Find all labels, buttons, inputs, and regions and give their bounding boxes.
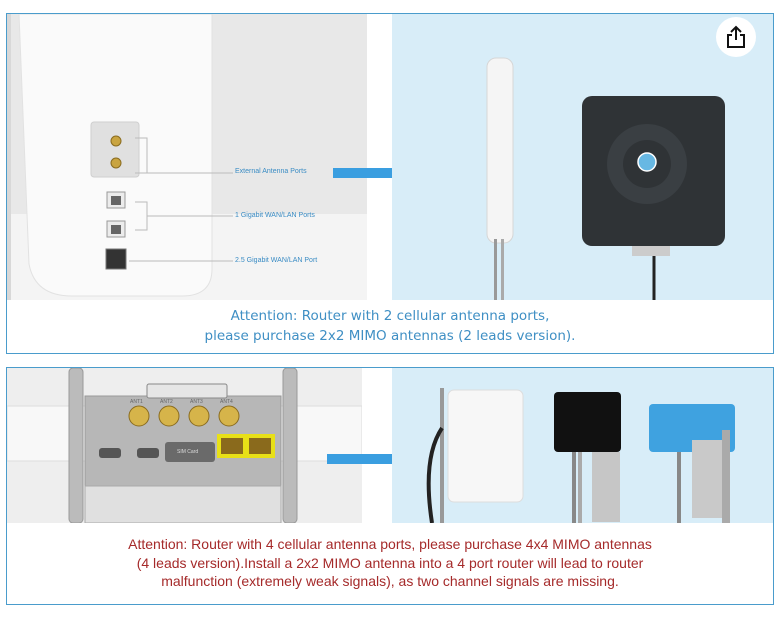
caption-line: please purchase 2x2 MIMO antennas (2 lea… xyxy=(204,328,576,344)
ant-label: ANT1 xyxy=(130,399,143,405)
port-label: 2.5 Gigabit WAN/LAN Port xyxy=(235,257,318,264)
router-illustration xyxy=(7,13,367,300)
sim-label: SIM Card xyxy=(177,449,199,455)
ant-label: ANT2 xyxy=(160,399,173,405)
caption-line: (4 leads version).Install a 2x2 MIMO ant… xyxy=(136,554,644,571)
share-button[interactable] xyxy=(716,17,756,57)
caption-line: Attention: Router with 4 cellular antenn… xyxy=(128,536,652,552)
four-port-image-row: ANT1 ANT2 ANT3 ANT4 SIM Card xyxy=(6,367,773,524)
share-icon xyxy=(727,25,745,48)
port-label: 1 Gigabit WAN/LAN Ports xyxy=(235,212,315,219)
two-port-panel: External Antenna Ports 1 Gigabit WAN/LAN… xyxy=(6,13,774,354)
four-port-router-image: ANT1 ANT2 ANT3 ANT4 SIM Card xyxy=(6,367,363,524)
caption-line: Attention: Router with 2 cellular antenn… xyxy=(230,308,550,324)
four-port-antenna-image xyxy=(392,368,773,524)
antennas-illustration xyxy=(426,388,735,524)
two-port-caption: Attention: Router with 2 cellular antenn… xyxy=(7,306,773,346)
two-port-router-image: External Antenna Ports 1 Gigabit WAN/LAN… xyxy=(7,13,367,300)
two-port-antenna-image xyxy=(392,14,773,300)
router-panel-illustration xyxy=(6,367,363,524)
four-port-caption: Attention: Router with 4 cellular antenn… xyxy=(7,535,773,591)
antenna-illustration xyxy=(486,57,725,300)
port-label: External Antenna Ports xyxy=(235,168,307,175)
ant-label: ANT4 xyxy=(220,399,233,405)
four-port-panel: ANT1 ANT2 ANT3 ANT4 SIM Card xyxy=(6,367,774,605)
ant-label: ANT3 xyxy=(190,399,203,405)
two-port-image-row: External Antenna Ports 1 Gigabit WAN/LAN… xyxy=(7,13,773,300)
caption-line: malfunction (extremely weak signals), as… xyxy=(161,573,619,589)
